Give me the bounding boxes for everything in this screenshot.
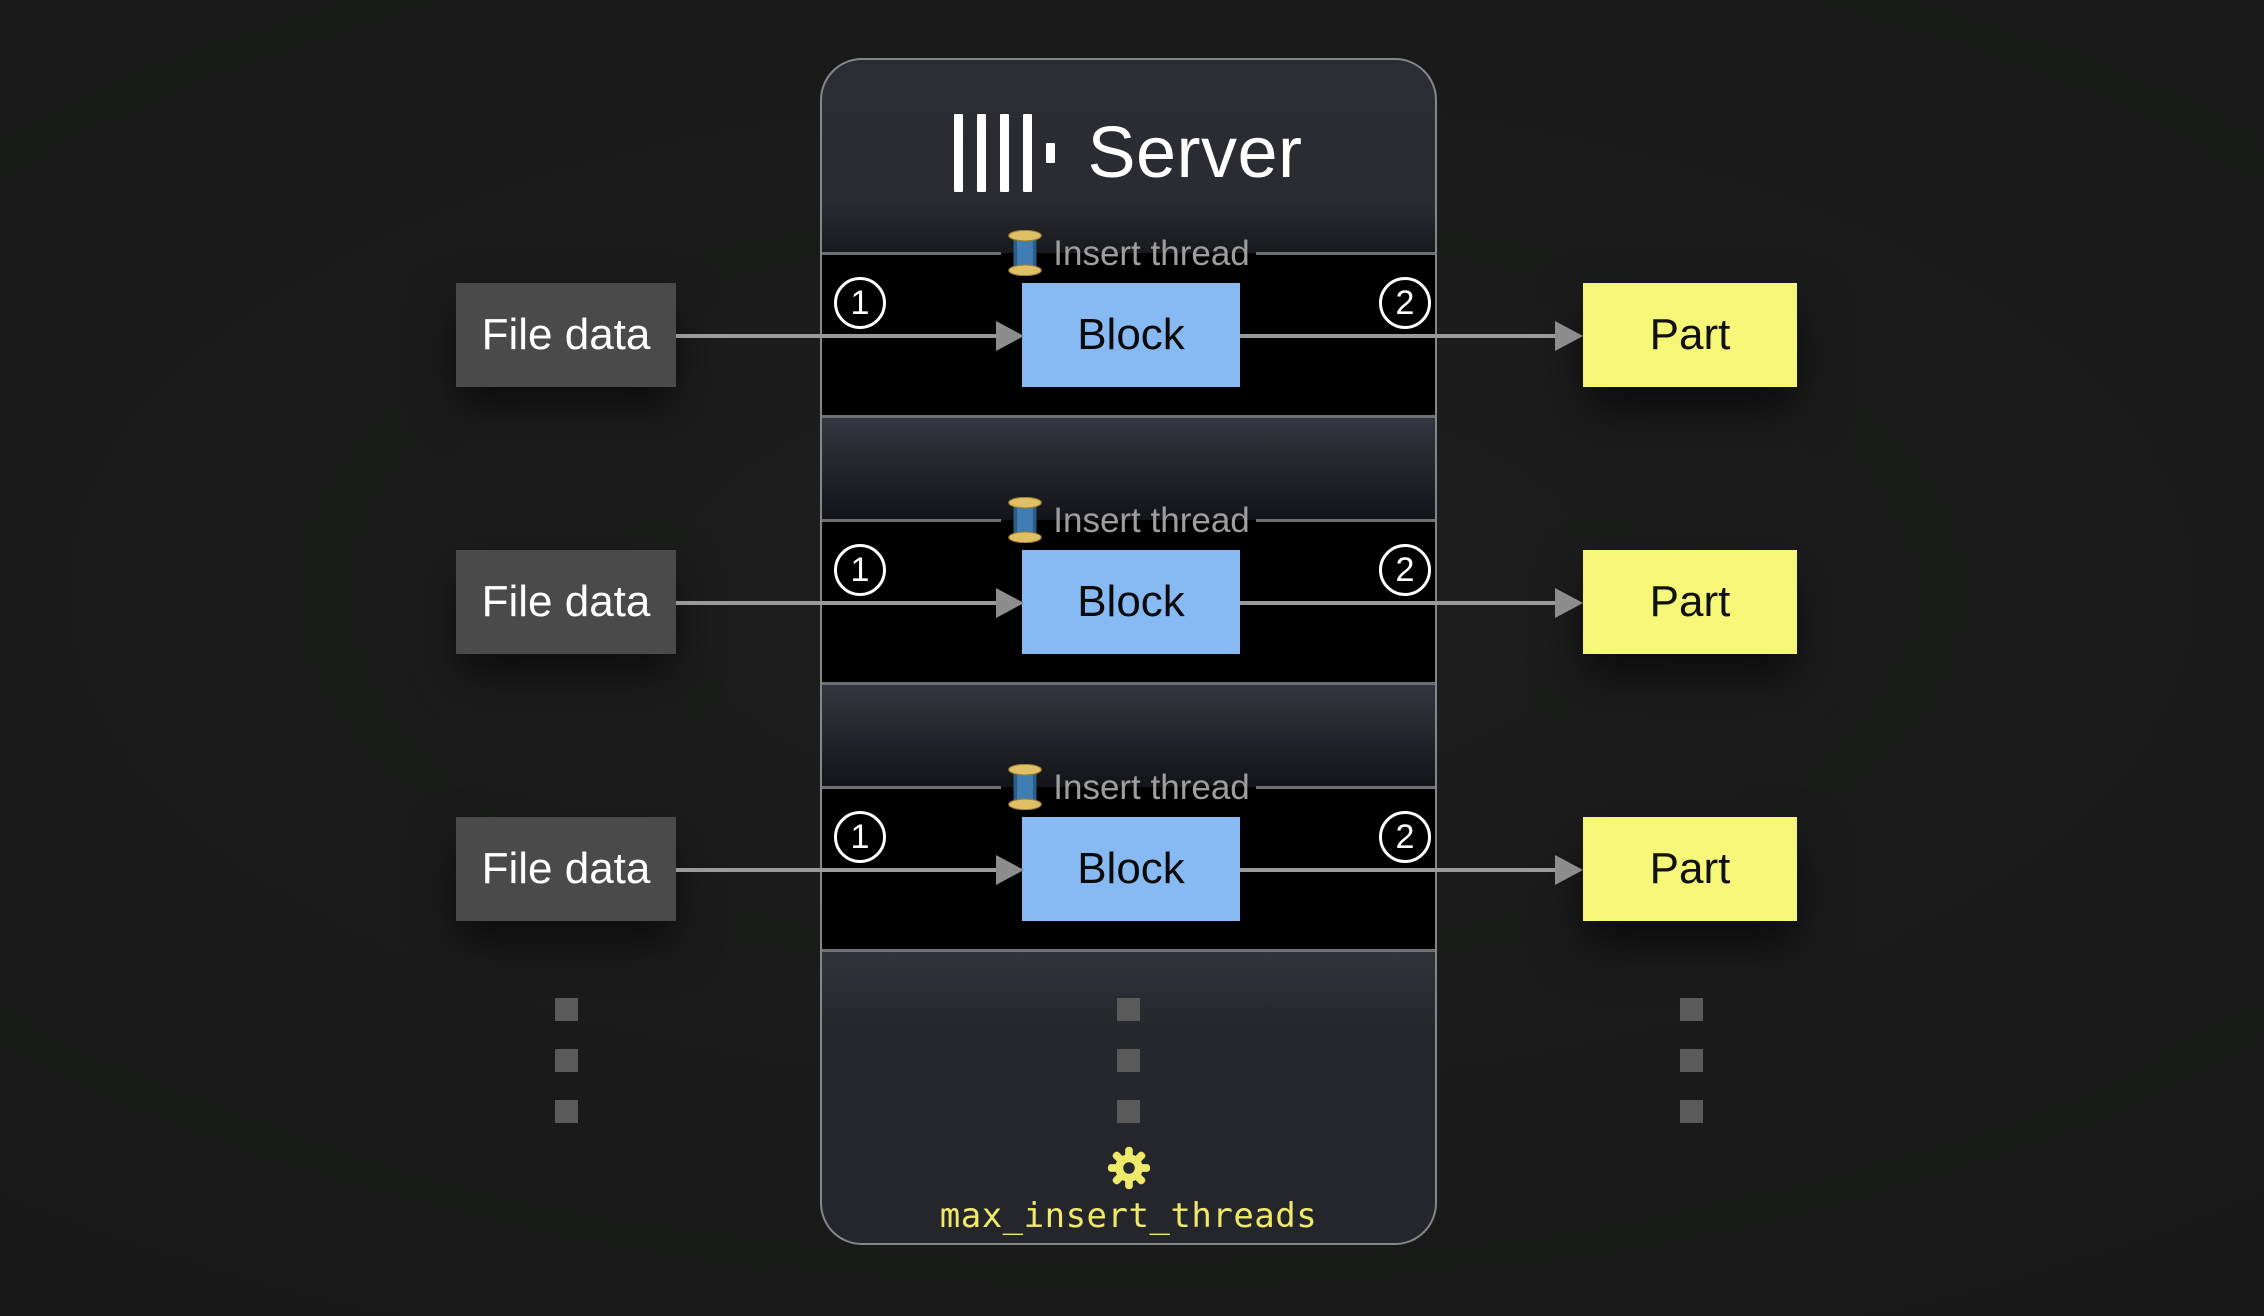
thread-legend: Insert thread — [822, 227, 1435, 279]
vertical-ellipsis-dots-center — [1117, 998, 1140, 1123]
vertical-ellipsis-dots-left — [555, 998, 578, 1123]
step-1-badge: 1 — [834, 277, 886, 329]
thread-legend-label: Insert thread — [1053, 233, 1250, 273]
thread-legend-label: Insert thread — [1053, 500, 1250, 540]
dot — [555, 1049, 578, 1072]
step-1-badge: 1 — [834, 544, 886, 596]
clickhouse-bars-logo-icon — [954, 113, 1056, 193]
logo-bar — [1023, 113, 1033, 192]
dot — [1117, 1100, 1140, 1123]
arrow-block-to-part — [1240, 601, 1555, 605]
part-box: Part — [1583, 817, 1797, 921]
thread-spool-icon — [1008, 497, 1043, 543]
thread-legend: Insert thread — [822, 494, 1435, 546]
block-box: Block — [1022, 550, 1240, 654]
arrow-block-to-part — [1240, 334, 1555, 338]
arrow-file-to-block — [676, 334, 996, 338]
logo-bar — [977, 113, 987, 192]
logo-bar — [954, 113, 964, 192]
logo-bar — [1000, 113, 1010, 192]
thread-spool-icon — [1008, 230, 1043, 276]
block-box: Block — [1022, 283, 1240, 387]
file-data-box: File data — [456, 817, 676, 921]
arrow-file-to-block — [676, 601, 996, 605]
arrow-block-to-part — [1240, 868, 1555, 872]
vertical-ellipsis-dots-right — [1680, 998, 1703, 1123]
dot — [555, 998, 578, 1021]
dot — [1680, 1049, 1703, 1072]
gear-icon — [1106, 1145, 1152, 1191]
step-2-badge: 2 — [1379, 544, 1431, 596]
dot — [1680, 1100, 1703, 1123]
arrow-file-to-block — [676, 868, 996, 872]
max-insert-threads-setting: max_insert_threads — [939, 1196, 1318, 1236]
server-title: Server — [1087, 112, 1303, 193]
server-header: Server — [822, 60, 1435, 245]
file-data-box: File data — [456, 550, 676, 654]
legend-inner: Insert thread — [1001, 764, 1256, 810]
dot — [555, 1100, 578, 1123]
part-box: Part — [1583, 550, 1797, 654]
part-box: Part — [1583, 283, 1797, 387]
dot — [1680, 998, 1703, 1021]
legend-inner: Insert thread — [1001, 230, 1256, 276]
dot — [1117, 1049, 1140, 1072]
dot — [1117, 998, 1140, 1021]
step-2-badge: 2 — [1379, 811, 1431, 863]
step-2-badge: 2 — [1379, 277, 1431, 329]
thread-legend: Insert thread — [822, 761, 1435, 813]
step-1-badge: 1 — [834, 811, 886, 863]
thread-legend-label: Insert thread — [1053, 767, 1250, 807]
legend-inner: Insert thread — [1001, 497, 1256, 543]
file-data-box: File data — [456, 283, 676, 387]
thread-spool-icon — [1008, 764, 1043, 810]
block-box: Block — [1022, 817, 1240, 921]
logo-bar-short — [1046, 142, 1056, 163]
